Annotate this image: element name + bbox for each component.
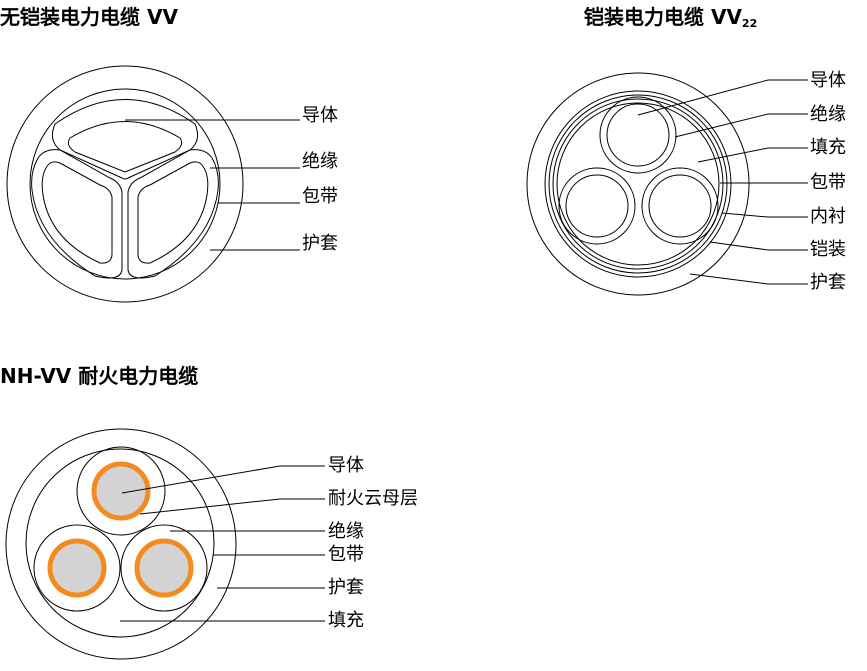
label-inner-lining: 内衬 (810, 206, 846, 227)
sheath-ring (5, 428, 237, 660)
label-insulation: 绝缘 (302, 151, 338, 172)
inner-lining-ring (552, 98, 724, 270)
leader-line (721, 212, 808, 218)
label-tape: 包带 (302, 186, 338, 207)
insulation (120, 524, 208, 612)
insulation-right (127, 149, 219, 279)
core-right (120, 524, 208, 612)
diagram-nh-vv: NH-VV 耐火电力电缆 导体 耐火云母层 绝缘 包带 护套 填充 (0, 364, 418, 660)
diagram-vv: 无铠装电力电缆 VV 导体 绝缘 包带 护套 (0, 5, 338, 303)
diagram-title: 铠装电力电缆 VV22 (584, 5, 757, 30)
sheath-ring (6, 65, 244, 303)
conductor-with-mica (134, 538, 194, 598)
leader-line (121, 465, 325, 494)
label-armor: 铠装 (810, 239, 846, 260)
core-top (76, 446, 166, 536)
tape-ring (25, 448, 215, 638)
leader-line (689, 273, 808, 285)
conductor-left (41, 161, 113, 264)
label-filler: 填充 (810, 137, 846, 158)
leader-line (697, 147, 808, 163)
label-tape: 包带 (810, 172, 846, 193)
conductor-with-mica (47, 538, 107, 598)
diagram-vv22: 铠装电力电缆 VV22 导体 绝缘 填充 包带 内衬 铠装 护套 (526, 5, 846, 296)
insulation (33, 524, 121, 612)
leader-line (637, 79, 808, 116)
label-sheath: 护套 (302, 233, 338, 254)
label-insulation: 绝缘 (810, 104, 846, 125)
diagram-title: NH-VV 耐火电力电缆 (0, 364, 198, 388)
leader-line (709, 241, 808, 251)
insulation-top (51, 99, 199, 180)
leader-line (674, 113, 808, 138)
core-left (33, 524, 121, 612)
conductor-right (137, 161, 209, 264)
label-tape: 包带 (328, 544, 364, 565)
label-filler: 填充 (328, 610, 364, 631)
diagram-title: 无铠装电力电缆 VV (0, 5, 178, 29)
conductor-top (606, 103, 670, 167)
tape-ring (556, 102, 720, 266)
insulation-left (558, 167, 636, 245)
insulation (76, 446, 166, 536)
insulation-top (599, 96, 677, 174)
label-conductor: 导体 (810, 70, 846, 91)
conductor-top (67, 121, 183, 173)
leader-line (139, 498, 325, 515)
label-mica-layer: 耐火云母层 (328, 488, 418, 509)
conductor-with-mica (91, 461, 151, 521)
insulation-right (641, 167, 719, 245)
label-insulation: 绝缘 (328, 521, 364, 542)
armor-ring-inner (548, 94, 728, 274)
insulation-left (31, 149, 123, 279)
label-sheath: 护套 (810, 272, 846, 293)
label-conductor: 导体 (302, 105, 338, 126)
armor-ring-outer (544, 90, 732, 278)
conductor-left (565, 174, 629, 238)
sheath-ring (526, 72, 750, 296)
conductor-right (648, 174, 712, 238)
label-sheath: 护套 (328, 577, 364, 598)
tape-ring (29, 88, 221, 280)
label-conductor: 导体 (328, 455, 364, 476)
